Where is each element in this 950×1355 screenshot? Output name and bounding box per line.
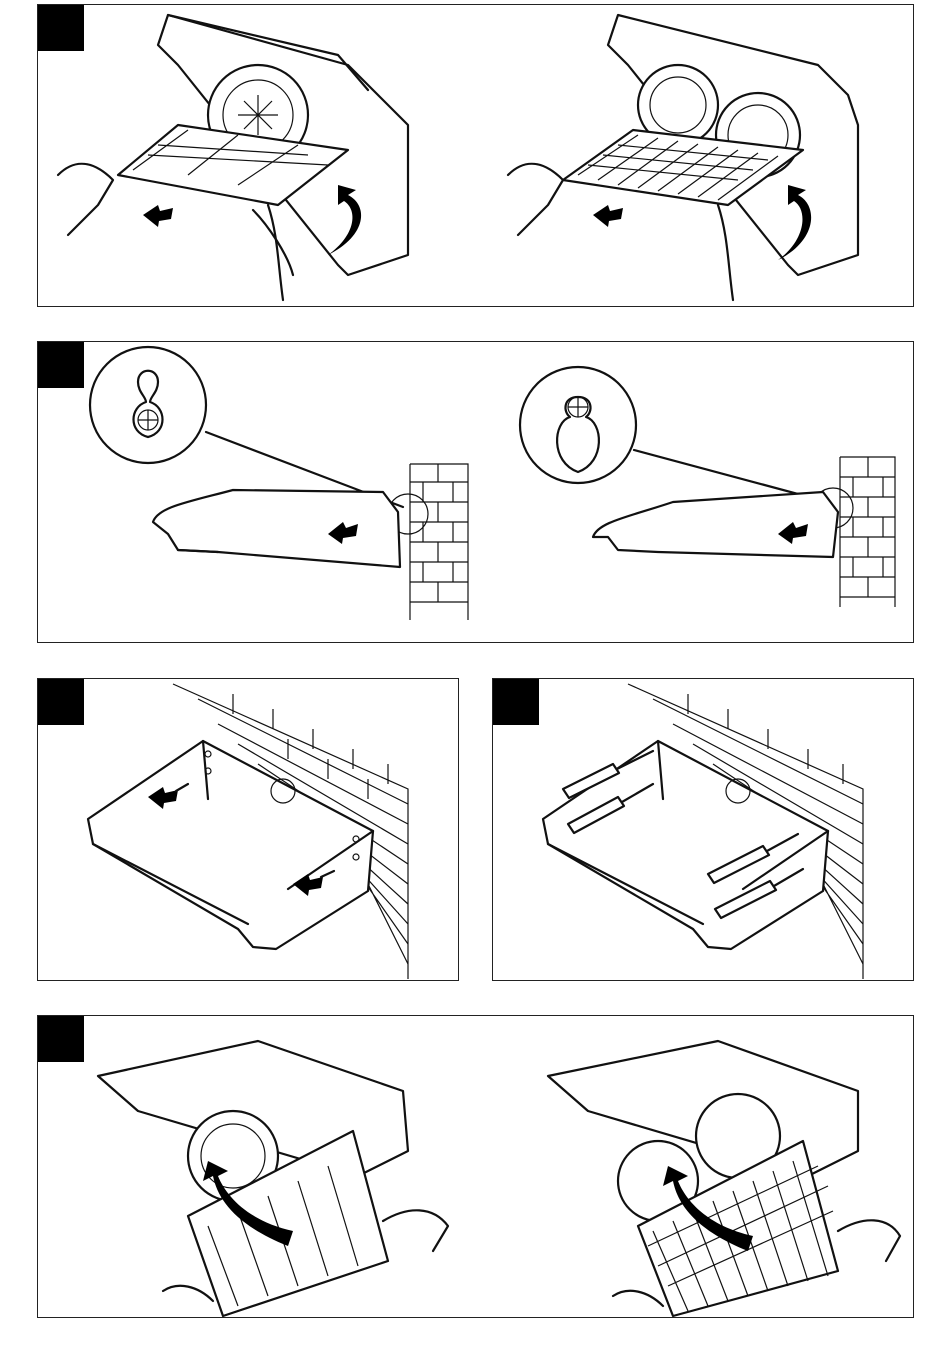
hood-right-open: [508, 15, 858, 300]
screw-fixing-illustration: [38, 679, 460, 982]
arrow-out-icon-2: [593, 205, 623, 227]
step-panel-5: [37, 1015, 914, 1318]
screwdriver-illustration: [493, 679, 915, 982]
hood-left-underside: [98, 1041, 448, 1316]
hood-body: [543, 741, 828, 949]
brick-wall-right: [840, 457, 895, 607]
hanging-illustration: [38, 342, 915, 644]
step-panel-3: [37, 678, 459, 981]
filter-removal-illustration: [38, 5, 915, 308]
hood-left-open: [58, 15, 408, 300]
brick-wall-left: [410, 464, 468, 620]
step-panel-2: [37, 341, 914, 643]
step-panel-1: [37, 4, 914, 307]
step-panel-4: [492, 678, 914, 981]
hood-right: [593, 492, 838, 557]
hood-body: [88, 741, 373, 949]
hood-right-underside: [548, 1041, 900, 1316]
arrow-out-icon: [143, 205, 173, 227]
hood-left: [153, 490, 400, 567]
filter-insert-illustration: [38, 1016, 915, 1319]
